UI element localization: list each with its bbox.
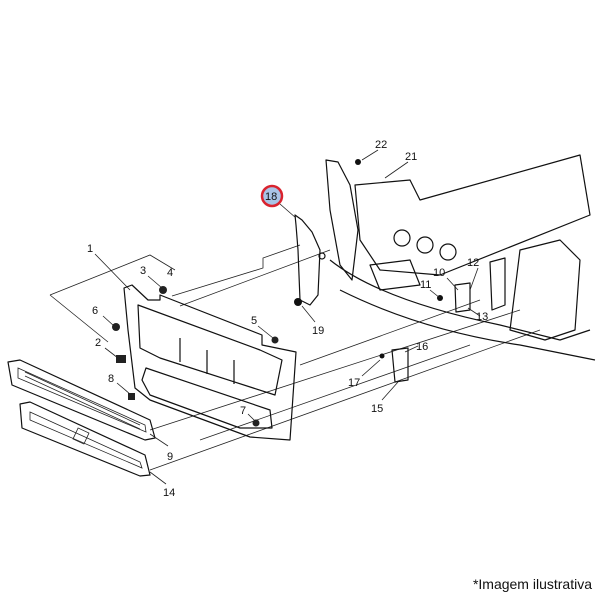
callout-19: 19 bbox=[312, 325, 324, 337]
callout-14: 14 bbox=[163, 487, 175, 499]
callout-8: 8 bbox=[108, 373, 114, 385]
callout-labels: 1 3 4 6 2 8 5 7 9 14 18 19 22 21 10 12 1… bbox=[87, 139, 488, 499]
callout-3: 3 bbox=[140, 265, 146, 277]
lower-grille bbox=[7, 359, 156, 441]
callout-12: 12 bbox=[467, 257, 479, 269]
bottom-grille bbox=[19, 401, 151, 477]
callout-4: 4 bbox=[167, 267, 173, 279]
callout-11: 11 bbox=[420, 279, 431, 291]
bracket-18 bbox=[294, 214, 326, 306]
callout-15: 15 bbox=[371, 403, 383, 415]
main-grille bbox=[123, 284, 297, 441]
callout-2: 2 bbox=[95, 337, 101, 349]
callout-16: 16 bbox=[416, 341, 428, 353]
callout-9: 9 bbox=[167, 451, 173, 463]
callout-10: 10 bbox=[433, 267, 445, 279]
illustrative-image-caption: *Imagem ilustrativa bbox=[472, 576, 592, 592]
highlight-ring-18 bbox=[260, 184, 284, 208]
callout-5: 5 bbox=[251, 315, 257, 327]
callout-1: 1 bbox=[87, 243, 93, 255]
callout-leaders bbox=[94, 149, 481, 485]
callout-22: 22 bbox=[375, 139, 387, 151]
vehicle-front-structure bbox=[325, 154, 596, 383]
callout-18: 18 bbox=[265, 191, 277, 203]
callout-7: 7 bbox=[240, 405, 246, 417]
assembly-lines bbox=[49, 244, 541, 471]
callout-21: 21 bbox=[405, 151, 417, 163]
callout-13: 13 bbox=[476, 311, 488, 323]
callout-6: 6 bbox=[92, 305, 98, 317]
callout-17: 17 bbox=[348, 377, 360, 389]
fasteners bbox=[112, 286, 279, 427]
